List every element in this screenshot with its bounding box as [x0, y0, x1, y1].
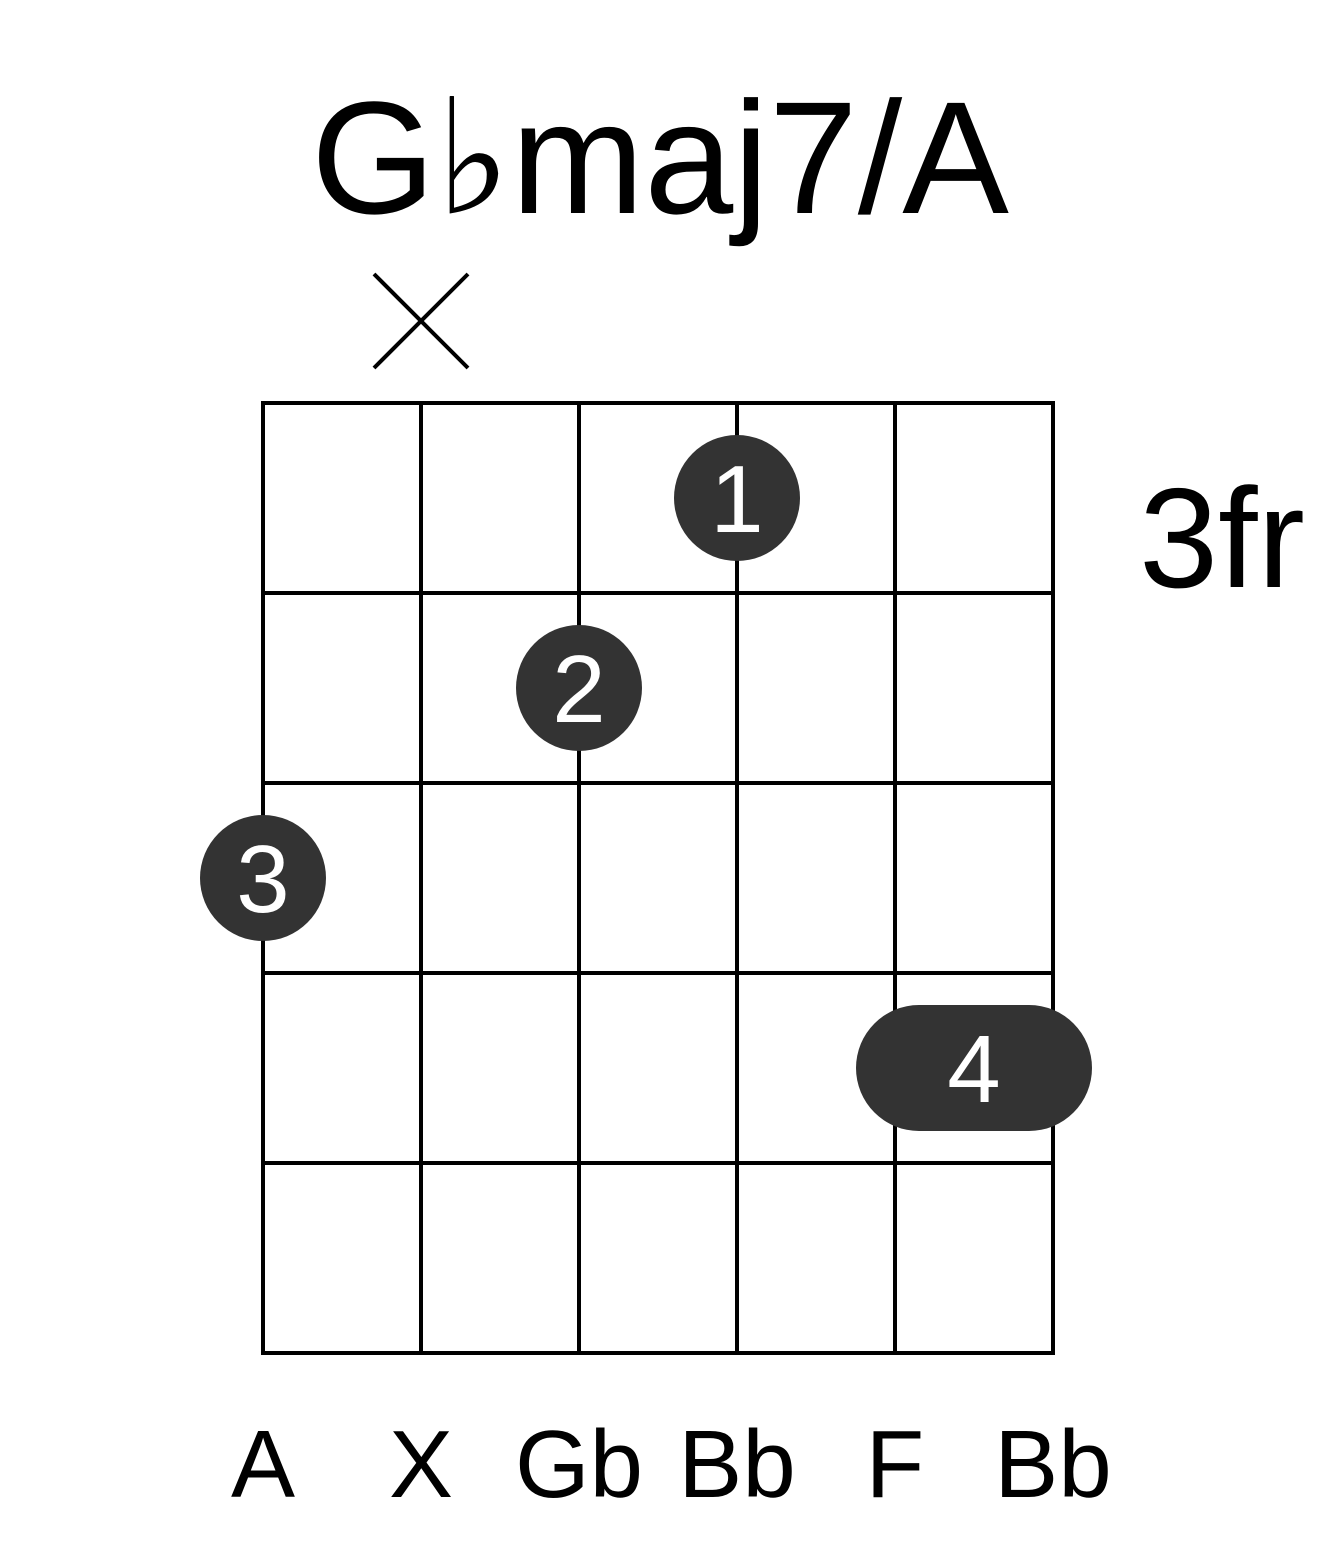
- finger-dot-1: 1: [674, 435, 800, 561]
- muted-string-markers: [372, 272, 470, 370]
- note-label-string-3: Gb: [515, 1411, 643, 1518]
- mute-x-icon: [372, 272, 470, 370]
- note-label-string-1: A: [231, 1411, 295, 1518]
- chord-title: G♭maj7/A: [311, 68, 1009, 247]
- dot-circle: [200, 815, 326, 941]
- finger-number: 3: [236, 826, 289, 933]
- fretboard-grid: [261, 401, 1055, 1355]
- dot-circle: [516, 625, 642, 751]
- note-label-string-2: X: [389, 1411, 453, 1518]
- finger-dot-3: 3: [200, 815, 326, 941]
- note-label-string-5: F: [866, 1411, 925, 1518]
- note-label-string-6: Bb: [994, 1411, 1111, 1518]
- finger-dot-2: 2: [516, 625, 642, 751]
- barre-shape: [856, 1005, 1092, 1131]
- finger-number: 1: [710, 446, 763, 553]
- finger-number: 4: [947, 1016, 1000, 1123]
- finger-dot-4: 4: [856, 1005, 1092, 1131]
- dot-circle: [674, 435, 800, 561]
- note-label-string-4: Bb: [678, 1411, 795, 1518]
- finger-dots: 12 3 4: [200, 435, 1092, 1131]
- finger-number: 2: [552, 636, 605, 743]
- fret-position-label: 3fr: [1139, 459, 1305, 618]
